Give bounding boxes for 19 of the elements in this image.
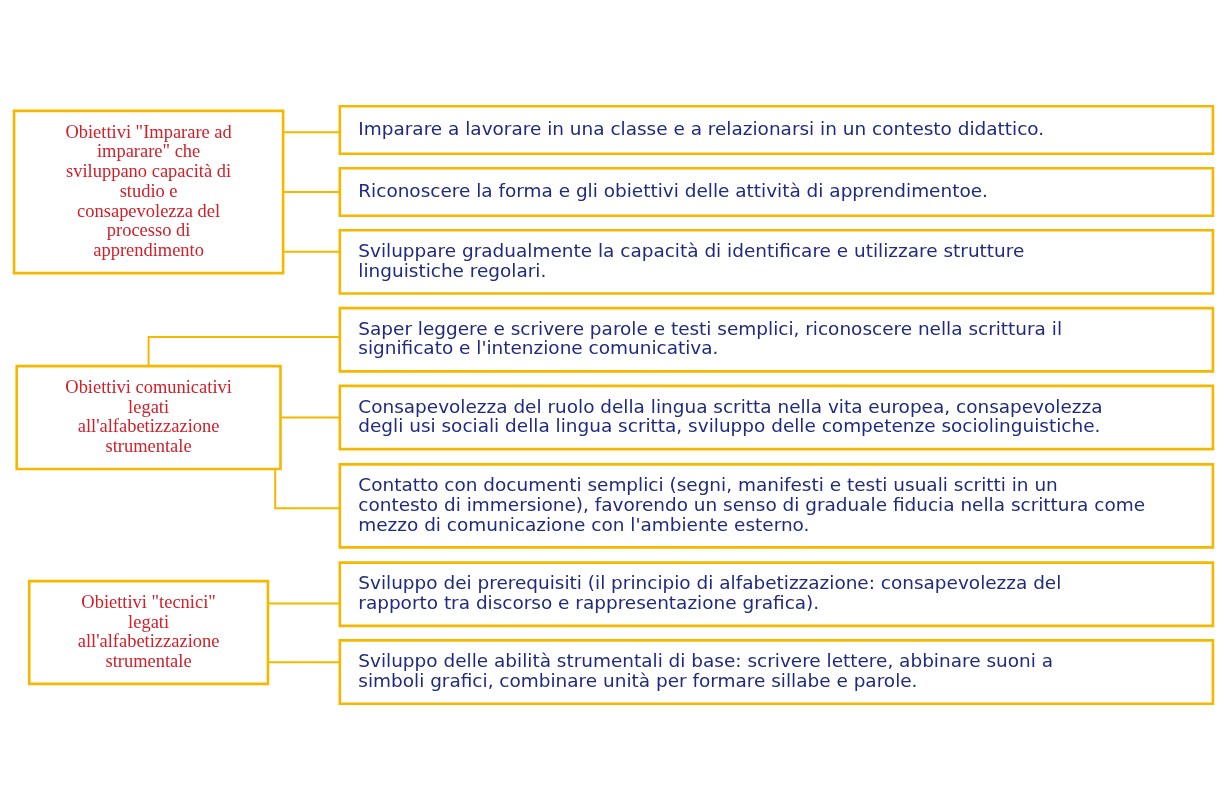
connector: [267, 660, 341, 663]
connector: [282, 250, 341, 253]
node-box: Obiettivi "tecnici" legati all'alfabetizzazione strumentale: [27, 579, 270, 685]
node-box: Sviluppare gradualmente la capacità di identificare e utilizzare strutture linguistiche regolari.: [338, 228, 1215, 295]
connector: [282, 130, 341, 133]
node-box: Sviluppo delle abilità strumentali di base: scrivere lettere, abbinare suoni a simboli grafici, combinare unità per formare sillabe e parole.: [338, 638, 1215, 705]
node-box: Consapevolezza del ruolo della lingua scritta nella vita europea, consapevolezza degli usi sociali della lingua scritta, sviluppo delle competenze sociolinguistiche.: [338, 384, 1215, 450]
node-box: Obiettivi comunicativi legati all'alfabetizzazione strumentale: [15, 364, 282, 470]
node-box: Sviluppo dei prerequisiti (il principio di alfabetizzazione: consapevolezza del rapporto tra discorso e rappresentazione grafica).: [338, 560, 1215, 627]
connector: [279, 416, 341, 418]
connector: [274, 467, 341, 509]
node-box: Obiettivi "Imparare ad imparare" che sviluppano capacità di studio e consapevolezza del processo di apprendimento: [12, 109, 285, 274]
node-box: Riconoscere la forma e gli obiettivi delle attività di apprendimentoe.: [338, 166, 1215, 217]
node-box: Saper leggere e scrivere parole e testi semplici, riconoscere nella scrittura il significato e l'intenzione comunicativa.: [338, 306, 1215, 373]
connector: [282, 190, 341, 193]
connector: [147, 335, 341, 367]
node-box: Contatto con documenti semplici (segni, manifesti e testi usuali scritti in un contesto di immersione), favorendo un senso di graduale fiducia nella scrittura come mezzo di comunicazione con l'ambiente esterno.: [338, 462, 1215, 549]
connector: [267, 602, 341, 604]
node-box: Imparare a lavorare in una classe e a relazionarsi in un contesto didattico.: [338, 104, 1215, 155]
